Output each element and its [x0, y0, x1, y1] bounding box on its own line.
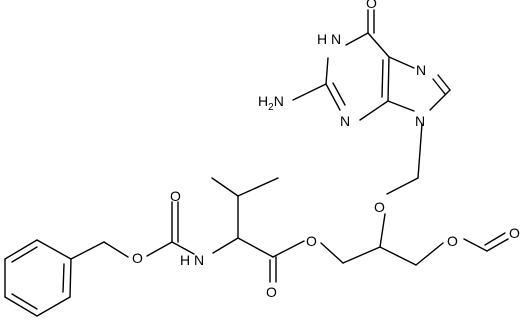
bond-c2-n3-a: [325, 83, 341, 111]
bond-cbeta-me2: [237, 177, 279, 197]
bond-cbeta-me1: [211, 177, 239, 197]
bond-ph-1: [69, 258, 72, 298]
bond-ch2benzyl-phenyl: [70, 241, 105, 260]
bond-n7-c8-b: [432, 78, 446, 95]
bond-ph-6: [36, 239, 72, 260]
bond-n9-c4: [387, 100, 415, 112]
bond-c5-c6: [367, 32, 390, 58]
bond-group: [4, 9, 509, 317]
atom-label-amide-n: N: [194, 252, 204, 268]
atom-label-purine-n1: N: [331, 31, 341, 47]
bond-n7-c8-a: [437, 74, 451, 91]
bond-c2-n3-b: [332, 82, 346, 106]
bond-ch-ch2a: [342, 246, 381, 264]
atom-label-amino: H2N: [258, 93, 284, 113]
bond-calpha-n: [212, 237, 239, 254]
atom-label-formate-o: O: [447, 233, 458, 249]
atom-label-formate-carbonyl-o: O: [509, 225, 520, 241]
bond-ch2b-oformate: [415, 242, 444, 266]
atom-label-amide-nh: H: [180, 252, 190, 268]
bond-c8-n9: [429, 89, 451, 111]
bond-c2-nh2: [292, 83, 327, 101]
atom-label-purine-n3: N: [340, 113, 350, 129]
bond-oester-ccarbonyl: [272, 240, 305, 258]
bond-ph-inner-2: [11, 293, 38, 310]
bond-formyl-o-b: [484, 232, 506, 246]
bond-ccarbonyl-calpha: [237, 237, 274, 258]
bond-c4-c5-a: [387, 56, 390, 102]
bond-ph-3: [4, 296, 38, 317]
bond-c6-n1: [345, 32, 369, 46]
atom-label-purine-nh: H: [317, 31, 327, 47]
bond-n3-c4: [359, 100, 389, 121]
bond-n-ccarbamate: [171, 241, 195, 255]
bond-c5-n7: [388, 56, 415, 69]
bond-oester-ch2benzyl: [103, 241, 129, 258]
atom-label-ester-o-glycerol: O: [306, 233, 317, 249]
atom-label-purine-n9: N: [415, 113, 425, 129]
atom-label-cbz-carbonyl-o: O: [170, 188, 181, 204]
bond-ph-inner-1: [62, 263, 65, 293]
bond-ph-5: [4, 239, 38, 260]
atom-label-purine-carbonyl-o: O: [366, 0, 377, 11]
bond-ph-2: [36, 296, 71, 317]
bond-ch2a-oester: [320, 242, 344, 264]
bond-ccarbamate-oester: [146, 241, 173, 257]
bond-ch2-oether: [386, 177, 419, 195]
bond-ch-ch2b: [379, 246, 417, 266]
bond-formyl-o-a: [486, 238, 509, 252]
atom-label-purine-n7: N: [416, 62, 426, 78]
bond-c4-c5-b: [381, 59, 384, 98]
bond-ph-inner-3: [11, 246, 38, 263]
bond-oether-ch: [379, 213, 386, 248]
bond-n1-c2: [325, 57, 329, 85]
atom-label-cbz-ester-o: O: [132, 250, 143, 266]
atom-label-ether-o: O: [374, 199, 385, 215]
bond-n9-ch2: [417, 123, 423, 179]
atom-label-group: O H N N H2N N N O O O O O O H N O: [132, 0, 520, 300]
atom-label-valine-carbonyl-o: O: [266, 284, 277, 300]
bond-oformate-chformyl: [463, 238, 488, 252]
